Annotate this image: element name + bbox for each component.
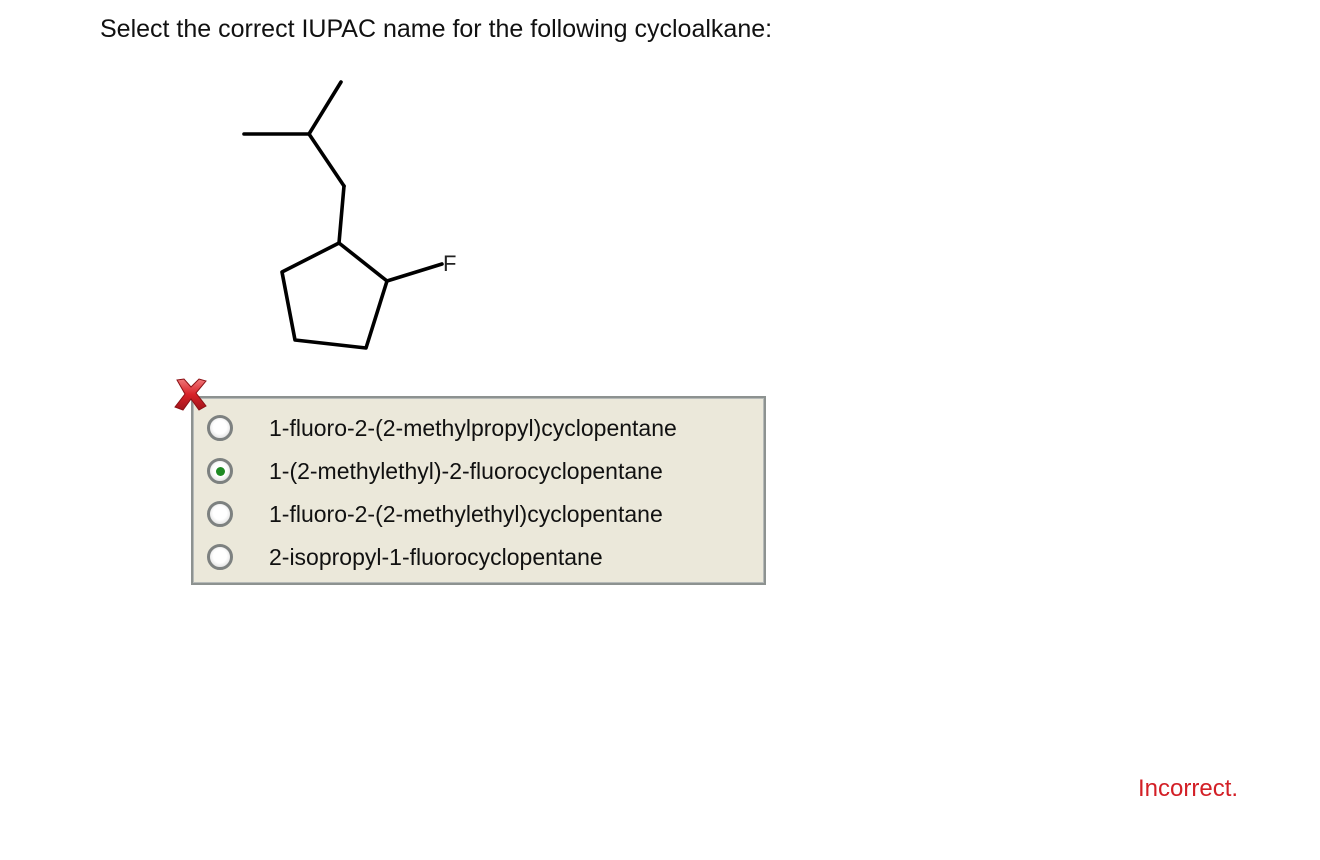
radio-button-icon[interactable] [207, 544, 233, 570]
feedback-status: Incorrect. [1138, 775, 1239, 802]
radio-button-icon[interactable] [207, 415, 233, 441]
fluorine-atom-label: F [443, 251, 456, 276]
radio-button-selected-icon[interactable] [207, 458, 233, 484]
choice-label[interactable]: 1-fluoro-2-(2-methylpropyl)cyclopentane [269, 414, 677, 441]
choice-label[interactable]: 1-(2-methylethyl)-2-fluorocyclopentane [269, 457, 663, 484]
answer-choices-box: 1-fluoro-2-(2-methylpropyl)cyclopentane … [191, 396, 766, 585]
choice-option-3[interactable]: 1-fluoro-2-(2-methylethyl)cyclopentane [207, 494, 663, 534]
question-prompt: Select the correct IUPAC name for the fo… [100, 15, 773, 43]
choice-option-4[interactable]: 2-isopropyl-1-fluorocyclopentane [207, 537, 603, 577]
choice-label[interactable]: 2-isopropyl-1-fluorocyclopentane [269, 543, 603, 570]
choice-option-1[interactable]: 1-fluoro-2-(2-methylpropyl)cyclopentane [207, 408, 677, 448]
radio-button-icon[interactable] [207, 501, 233, 527]
choice-option-2[interactable]: 1-(2-methylethyl)-2-fluorocyclopentane [207, 451, 663, 491]
incorrect-x-icon [174, 378, 207, 411]
choice-label[interactable]: 1-fluoro-2-(2-methylethyl)cyclopentane [269, 500, 663, 527]
molecule-structure: F [242, 80, 456, 350]
